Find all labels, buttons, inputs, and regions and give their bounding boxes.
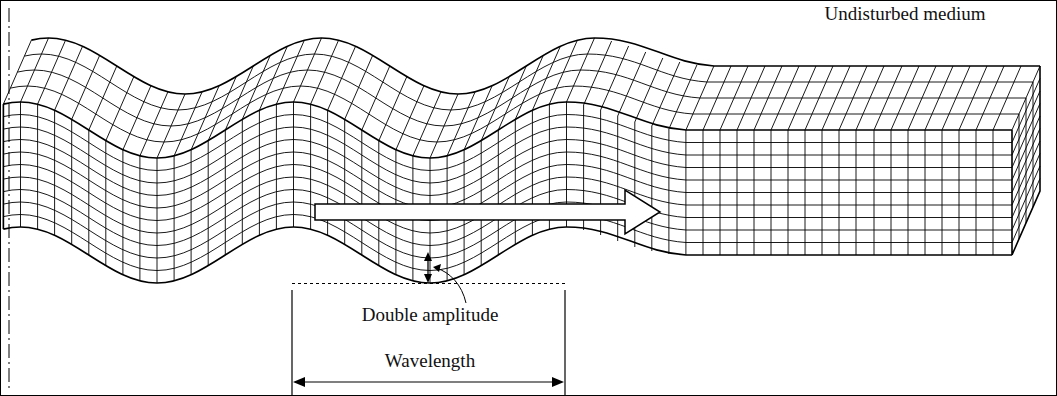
arrow-shaft — [302, 381, 555, 382]
grid-line — [17, 70, 1026, 126]
arrow-head — [293, 377, 305, 387]
grid-edge — [31, 38, 1040, 94]
grid-line — [10, 86, 1019, 142]
grid-line — [1012, 79, 1040, 243]
propagation-arrow — [315, 190, 660, 234]
grid-line — [3, 152, 1012, 208]
grid-edge — [3, 227, 1012, 283]
grid-line — [3, 127, 1012, 183]
medium-label: Undisturbed medium — [823, 4, 988, 25]
grid-edge — [3, 104, 5, 229]
grid-line — [24, 54, 1033, 110]
wavelength-bracket — [292, 290, 565, 396]
grid-line — [3, 140, 1012, 196]
arrow-shaft — [427, 259, 428, 276]
grid-line — [3, 215, 1012, 271]
amplitude-arrow — [424, 252, 432, 283]
bracket-line — [564, 290, 565, 396]
grid-line — [3, 177, 1012, 233]
grid-edge — [3, 102, 1012, 158]
leader-line — [436, 268, 466, 303]
arrow-head — [424, 252, 432, 261]
leader-head — [433, 264, 441, 272]
trough-line — [292, 283, 565, 284]
amplitude-label: Double amplitude — [360, 305, 501, 326]
arrow-head — [424, 274, 432, 283]
bracket-line — [291, 290, 292, 396]
arrow-head — [552, 377, 564, 387]
grid — [3, 38, 1040, 283]
grid-line — [3, 38, 1040, 158]
grid-edge — [1012, 66, 1040, 255]
grid-line — [3, 190, 1012, 246]
wavelength-label: Wavelength — [383, 351, 477, 372]
axis-line — [9, 8, 10, 390]
